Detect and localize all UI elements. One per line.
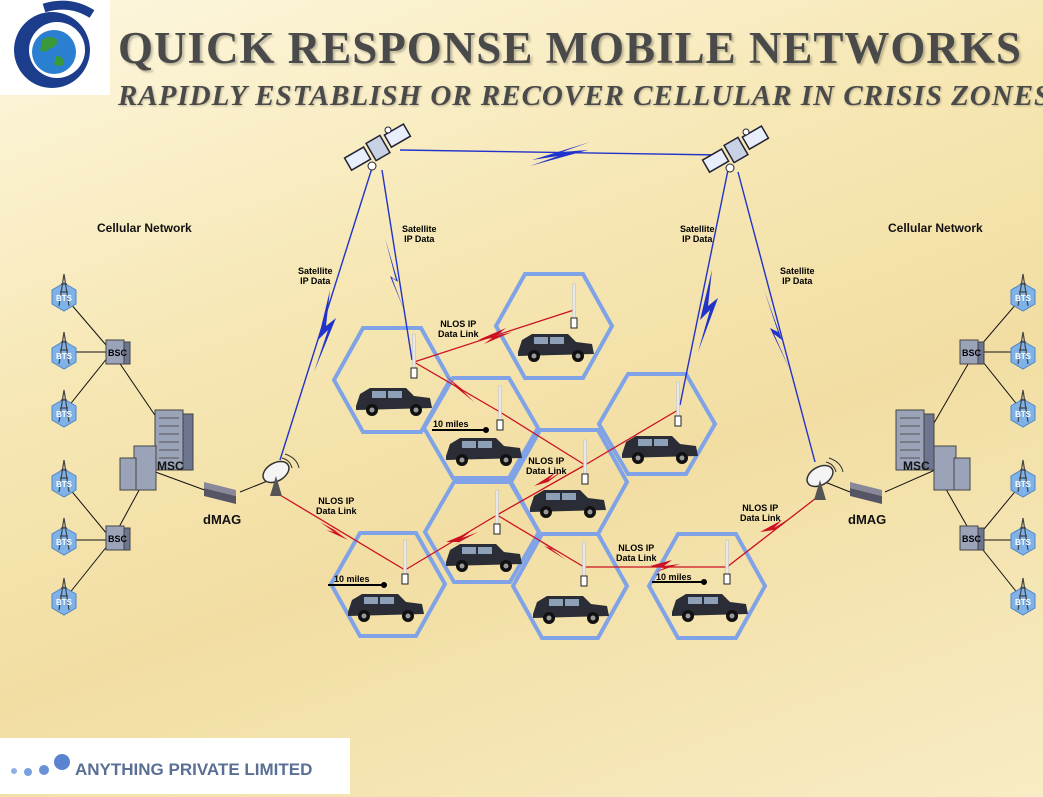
bts-label: BTS: [1015, 352, 1032, 361]
server-rack-icon: [105, 339, 985, 551]
nlos-ip-data-link-label: NLOS IP Data Link: [438, 319, 479, 339]
nlos-links: [279, 309, 821, 571]
footer-brand: ANYTHING PRIVATE LIMITED: [0, 738, 350, 794]
bsc-label: BSC: [962, 534, 982, 544]
nlos-ip-data-link-label: NLOS IP Data Link: [526, 456, 567, 476]
lightning-link-icon: [314, 142, 790, 372]
bsc-label: BSC: [108, 348, 128, 358]
msc-label: MSC: [903, 459, 930, 473]
dmag-label: dMAG: [848, 512, 887, 527]
coverage-cells: [328, 272, 768, 640]
bts-labels: BTS BTS BTS BTS BTS BTS BTS BTS BTS BTS …: [56, 294, 1032, 607]
bts-label: BTS: [56, 294, 73, 303]
bts-label: BTS: [56, 352, 73, 361]
nlos-ip-data-link-label: NLOS IP Data Link: [316, 496, 357, 516]
dmag-label: dMAG: [203, 512, 242, 527]
bsc-label: BSC: [962, 348, 982, 358]
bts-label: BTS: [1015, 538, 1032, 547]
company-logo: [0, 0, 110, 95]
distance-label: 10 miles: [433, 419, 469, 429]
satellite-ip-data-label: Satellite IP Data: [680, 224, 715, 244]
lightning-link-icon: [320, 328, 790, 572]
bts-label: BTS: [56, 598, 73, 607]
satellite-ip-data-label: Satellite IP Data: [298, 266, 333, 286]
bts-label: BTS: [1015, 294, 1032, 303]
nlos-ip-data-link-label: NLOS IP Data Link: [740, 503, 781, 523]
msc-label: MSC: [157, 459, 184, 473]
bts-label: BTS: [1015, 410, 1032, 419]
company-name: ANYTHING PRIVATE LIMITED: [75, 760, 313, 779]
page-subtitle: RAPIDLY ESTABLISH OR RECOVER CELLULAR IN…: [118, 80, 1043, 112]
bsc-label: BSC: [108, 534, 128, 544]
bts-label: BTS: [1015, 480, 1032, 489]
globe-logo-icon: [14, 0, 95, 88]
cellular-network-label-left: Cellular Network: [97, 221, 192, 235]
page-title: QUICK RESPONSE MOBILE NETWORKS: [118, 23, 1022, 73]
satellite-ip-data-label: Satellite IP Data: [402, 224, 437, 244]
bts-label: BTS: [56, 480, 73, 489]
cellular-network-label-right: Cellular Network: [888, 221, 983, 235]
bts-label: BTS: [56, 410, 73, 419]
bts-label: BTS: [56, 538, 73, 547]
bts-tower-icon: [51, 273, 1036, 616]
satellite-links: [279, 149, 816, 463]
satellite-ip-data-label: Satellite IP Data: [780, 266, 815, 286]
distance-label: 10 miles: [334, 574, 370, 584]
modem-icon: [204, 482, 882, 504]
distance-scale: [328, 427, 707, 588]
bubbles-logo-icon: [11, 754, 70, 776]
satellite-icon: [343, 123, 770, 173]
nlos-ip-data-link-label: NLOS IP Data Link: [616, 543, 657, 563]
distance-label: 10 miles: [656, 572, 692, 582]
bts-label: BTS: [1015, 598, 1032, 607]
network-wires: [63, 295, 1024, 601]
